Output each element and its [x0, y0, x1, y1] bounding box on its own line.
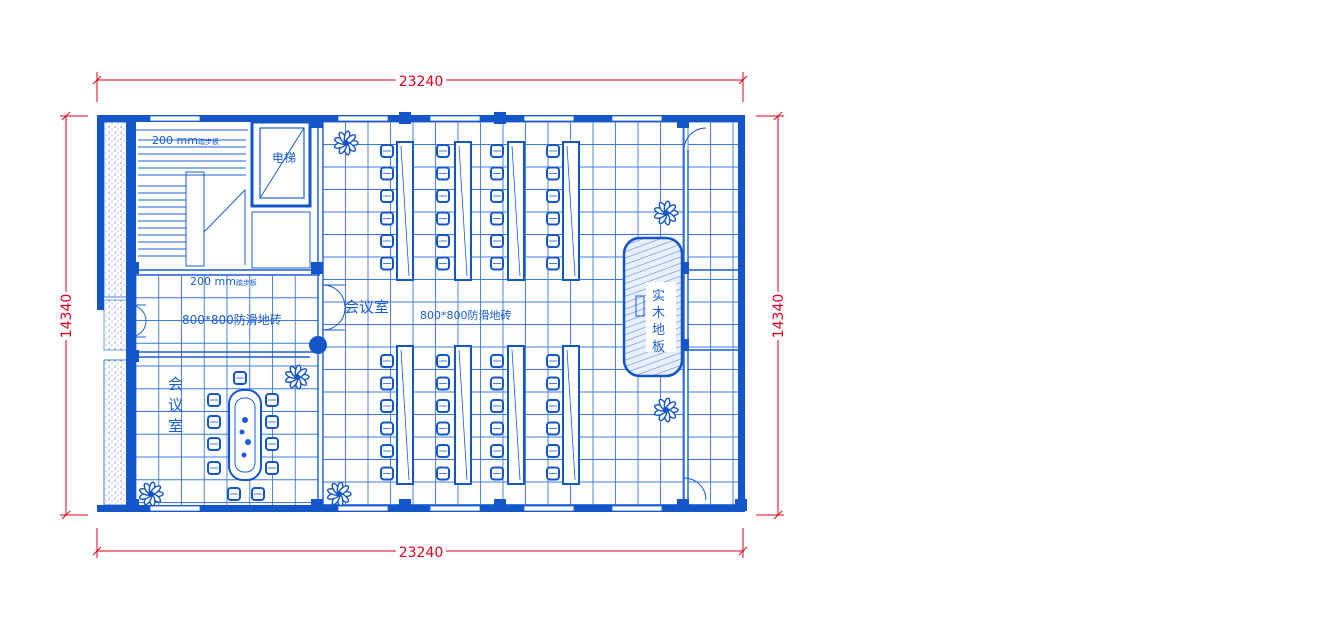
- elevator: [250, 120, 312, 269]
- left-rooms-tile-grid: [135, 274, 319, 505]
- desk-diagonal: [511, 349, 521, 481]
- column: [677, 116, 689, 128]
- plant-icon: [333, 130, 359, 156]
- plant-center: [336, 491, 342, 497]
- column: [494, 112, 506, 124]
- window: [611, 115, 663, 122]
- dimension-top: 23240: [399, 74, 444, 90]
- column: [127, 262, 139, 274]
- stair-note-bottom: 200 mm踏步板: [190, 275, 257, 288]
- column: [494, 499, 506, 511]
- left-wall-texture: [103, 121, 131, 298]
- stairwell: [136, 122, 248, 270]
- training-chairs: [380, 144, 560, 481]
- column: [311, 262, 323, 274]
- window: [337, 115, 389, 122]
- plant-icon: [284, 364, 310, 390]
- plant-center: [663, 210, 669, 216]
- wood-floor-label: 实木地板: [652, 289, 665, 355]
- desk-diagonal: [511, 145, 521, 277]
- column: [399, 499, 411, 511]
- window: [149, 115, 201, 122]
- stair-note-top: 200 mm踏步板: [152, 134, 219, 147]
- column: [311, 499, 323, 511]
- svg-text:会议室: 会议室: [168, 375, 183, 435]
- window: [523, 505, 575, 512]
- desk-diagonal: [566, 349, 576, 481]
- plant-center: [343, 140, 349, 146]
- column: [735, 499, 747, 511]
- desk-diagonal: [400, 349, 410, 481]
- doors[interactable]: [129, 127, 707, 501]
- window: [611, 505, 663, 512]
- left-lobby-texture: [103, 299, 131, 351]
- training-desks: [396, 141, 580, 485]
- meeting-table: [228, 389, 262, 481]
- column: [677, 499, 689, 511]
- window: [429, 115, 481, 122]
- plant-center: [148, 491, 154, 497]
- desk-diagonal: [458, 349, 468, 481]
- plant-icon: [138, 481, 164, 507]
- window: [523, 115, 575, 122]
- column: [127, 499, 139, 511]
- plant-center: [294, 374, 300, 380]
- dimension-bottom: 23240: [399, 545, 444, 561]
- windows: [149, 115, 663, 512]
- window: [429, 505, 481, 512]
- right-lobby-tile-grid: [687, 121, 738, 505]
- window: [337, 505, 389, 512]
- column: [399, 112, 411, 124]
- elevator-label: 电梯: [272, 151, 296, 165]
- dimension-left: 14340: [59, 294, 75, 339]
- interior-partitions: [130, 122, 742, 505]
- desk-diagonal: [566, 145, 576, 277]
- meeting-room-label-main: 会议室: [344, 298, 389, 316]
- desk-diagonal: [400, 145, 410, 277]
- potted-plants: [138, 130, 679, 507]
- plant-center: [663, 407, 669, 413]
- left-wall-texture-lower: [103, 359, 131, 506]
- column: [311, 116, 323, 128]
- plant-icon: [653, 200, 679, 226]
- svg-text:实木地板: 实木地板: [652, 289, 665, 355]
- plant-icon: [326, 481, 352, 507]
- desk-diagonal: [458, 145, 468, 277]
- tile-label-main: 800*800防滑地砖: [420, 308, 512, 322]
- window: [149, 505, 201, 512]
- column: [127, 350, 139, 362]
- plant-icon: [653, 397, 679, 423]
- dimension-right: 14340: [771, 294, 787, 339]
- exterior-walls: [97, 115, 745, 512]
- wood-floor-stage: [622, 236, 684, 378]
- round-column: [309, 336, 327, 354]
- tile-label-left: 800*800防滑地砖: [182, 312, 282, 327]
- meeting-room-label-small: 会议室: [168, 375, 183, 435]
- meeting-chairs: [207, 371, 279, 501]
